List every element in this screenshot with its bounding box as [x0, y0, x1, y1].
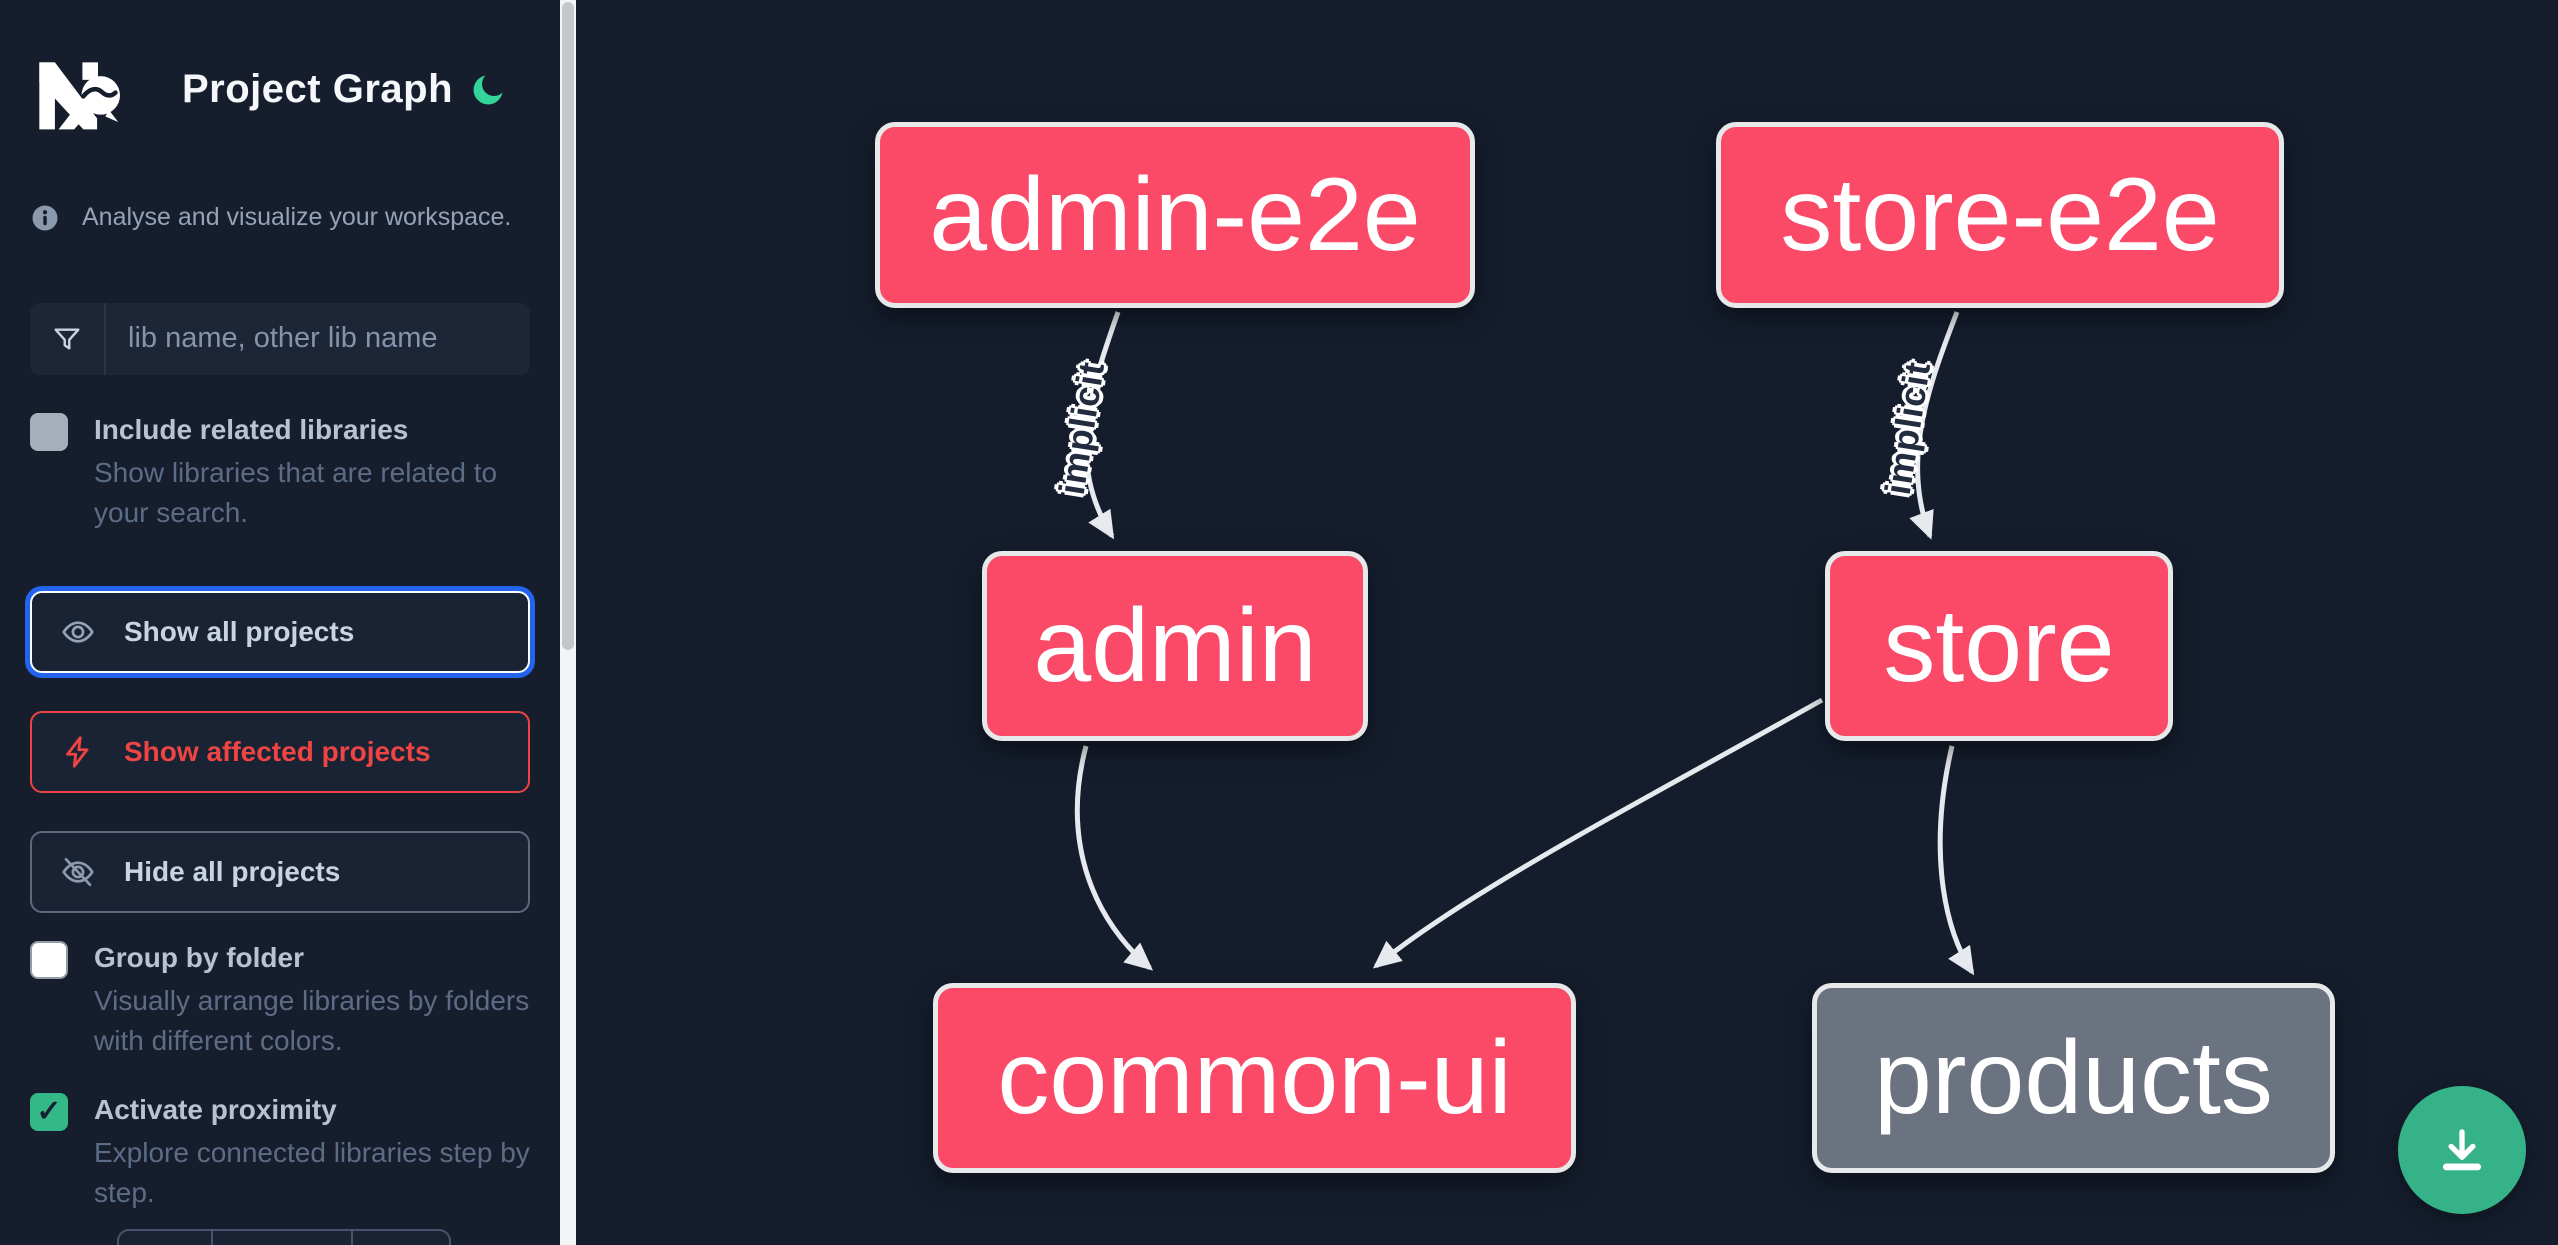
graph-node-admin-e2e[interactable]: admin-e2e: [875, 122, 1475, 308]
edge-label-implicit: implicit: [1876, 358, 1939, 498]
edge-store-common-ui: [1372, 697, 1824, 969]
group-by-folder-checkbox[interactable]: [30, 940, 68, 979]
edge-admin-e2e-admin: [1083, 311, 1121, 540]
edge-store-products: [1937, 745, 1975, 976]
download-image-button[interactable]: [2398, 1086, 2526, 1214]
stepper-increment[interactable]: [353, 1231, 449, 1245]
page-title: Project Graph: [182, 66, 454, 111]
tagline-text: Analyse and visualize your workspace.: [82, 203, 512, 232]
hide-all-projects-label: Hide all projects: [124, 855, 341, 887]
include-related-checkbox[interactable]: [30, 412, 68, 451]
group-by-folder-description: Visually arrange libraries by folders wi…: [94, 984, 530, 1056]
stepper-value: [213, 1230, 353, 1245]
bolt-icon: [60, 734, 96, 770]
eye-off-icon: [60, 854, 96, 890]
download-icon: [2433, 1121, 2491, 1179]
graph-node-store[interactable]: store: [1825, 551, 2173, 741]
activate-proximity-description: Explore connected libraries step by step…: [94, 1136, 530, 1208]
activate-proximity-checkbox[interactable]: ✓: [30, 1092, 68, 1131]
nx-logo: [30, 45, 122, 133]
eye-icon: [60, 614, 96, 650]
include-related-label[interactable]: Include related libraries: [94, 413, 409, 445]
edge-admin-common-ui: [1074, 745, 1154, 971]
workspace-tagline: Analyse and visualize your workspace.: [30, 203, 530, 233]
group-by-folder-label[interactable]: Group by folder: [94, 941, 304, 973]
option-activate-proximity: ✓ Activate proximity Explore connected l…: [30, 1091, 530, 1213]
scrollbar-thumb[interactable]: [562, 2, 574, 650]
option-include-related: Include related libraries Show libraries…: [30, 411, 530, 533]
show-all-projects-label: Show all projects: [124, 615, 355, 647]
sidebar-scrollbar[interactable]: [560, 0, 576, 1245]
check-icon: ✓: [36, 1094, 62, 1128]
info-icon: [30, 203, 60, 233]
graph-node-common-ui[interactable]: common-ui: [933, 983, 1576, 1173]
graph-node-store-e2e[interactable]: store-e2e: [1716, 122, 2284, 308]
stepper-decrement[interactable]: [119, 1230, 213, 1245]
graph-node-admin[interactable]: admin: [982, 551, 1368, 741]
include-related-description: Show libraries that are related to your …: [94, 456, 498, 528]
funnel-icon: [30, 302, 106, 375]
moon-icon: [470, 75, 508, 111]
show-affected-projects-label: Show affected projects: [124, 735, 431, 767]
sidebar: Project Graph Analyse and visualize your…: [0, 0, 560, 1245]
show-all-projects-button[interactable]: Show all projects: [30, 590, 530, 673]
show-affected-projects-button[interactable]: Show affected projects: [30, 710, 530, 793]
proximity-depth-stepper[interactable]: [117, 1228, 451, 1245]
search-input[interactable]: [106, 302, 530, 375]
activate-proximity-label[interactable]: Activate proximity: [94, 1093, 337, 1125]
graph-node-products[interactable]: products: [1812, 983, 2335, 1173]
option-group-by-folder: Group by folder Visually arrange librari…: [30, 939, 530, 1061]
search-box: [30, 302, 530, 375]
edge-label-implicit: implicit: [1050, 358, 1113, 498]
theme-toggle-button[interactable]: [470, 70, 508, 108]
sidebar-header: Project Graph: [30, 40, 530, 139]
hide-all-projects-button[interactable]: Hide all projects: [30, 830, 530, 913]
edge-store-e2e-store: [1909, 311, 1960, 540]
